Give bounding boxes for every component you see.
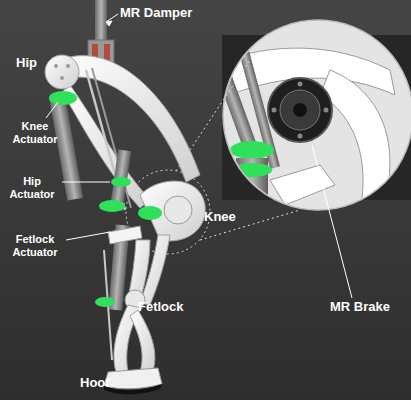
part-label: Knee Actuator xyxy=(2,120,68,145)
part-label: Hoof xyxy=(80,376,110,391)
part-label: MR Brake xyxy=(330,300,390,315)
part-label: Fetlock Actuator xyxy=(2,233,68,258)
part-label: Fetlock xyxy=(138,300,184,315)
part-label: Knee xyxy=(204,210,236,225)
part-label: Hip Actuator xyxy=(2,175,62,200)
part-label: MR Damper xyxy=(120,6,192,21)
part-label: Hip xyxy=(16,56,37,71)
